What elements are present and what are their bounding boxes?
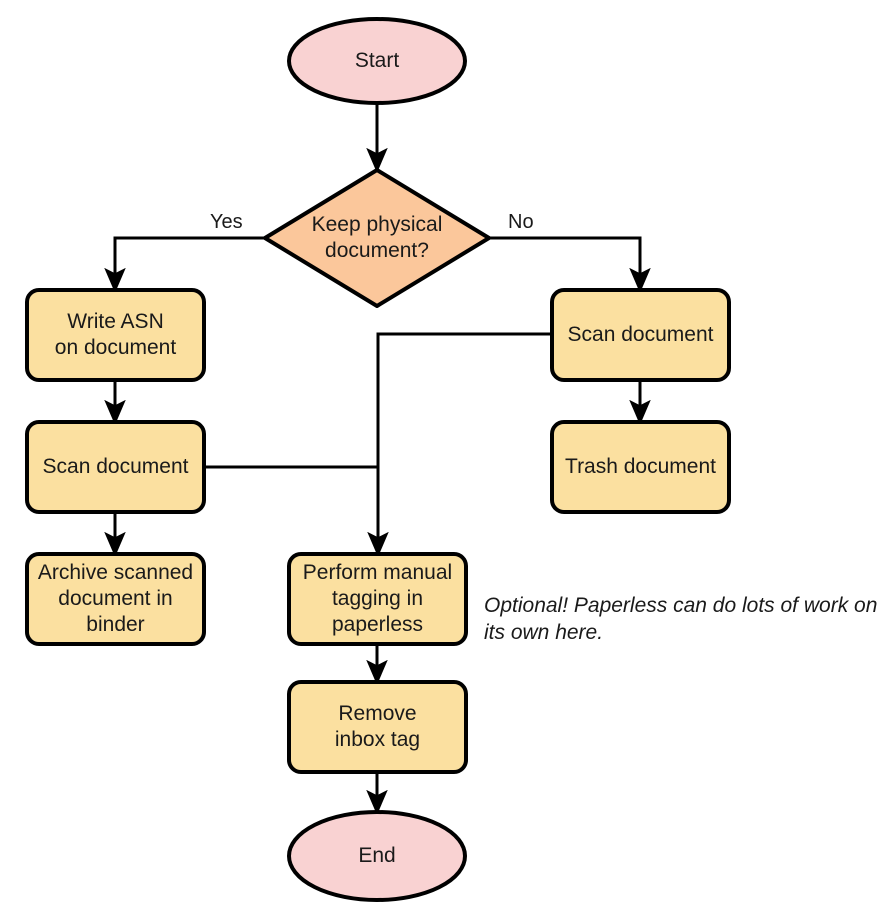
edge-labels-layer: Yes No <box>210 211 534 233</box>
node-scan-right[interactable]: Scan document <box>550 288 731 382</box>
node-label: Trash document <box>565 455 716 478</box>
edge-label-no-label: No <box>508 211 534 233</box>
process-shape <box>25 552 206 646</box>
annotations-layer: Optional! Paperless can do lots of work … <box>484 594 877 644</box>
process-shape <box>25 288 206 382</box>
node-end[interactable]: End <box>287 810 467 902</box>
node-scan-left[interactable]: Scan document <box>25 420 206 514</box>
edge-decision-yes <box>104 236 265 293</box>
process-shape <box>287 552 468 646</box>
decision-shape <box>263 168 491 308</box>
process-shape <box>550 288 731 382</box>
annotation-optional-note: Optional! Paperless can do lots of work … <box>484 594 877 644</box>
edge-decision-no <box>490 236 651 293</box>
terminator-shape <box>287 17 467 105</box>
node-label: Scan document <box>568 323 714 346</box>
node-trash[interactable]: Trash document <box>550 420 731 514</box>
node-label: End <box>358 844 395 867</box>
node-label: Start <box>355 49 400 72</box>
edges-layer <box>104 103 651 815</box>
process-shape <box>287 680 468 774</box>
node-start[interactable]: Start <box>287 17 467 105</box>
terminator-shape <box>287 810 467 902</box>
process-shape <box>550 420 731 514</box>
edge-label-yes-label: Yes <box>210 211 243 233</box>
node-label: Scan document <box>43 455 189 478</box>
edge-scan-right-to-tagging <box>367 332 552 557</box>
process-shape <box>25 420 206 514</box>
